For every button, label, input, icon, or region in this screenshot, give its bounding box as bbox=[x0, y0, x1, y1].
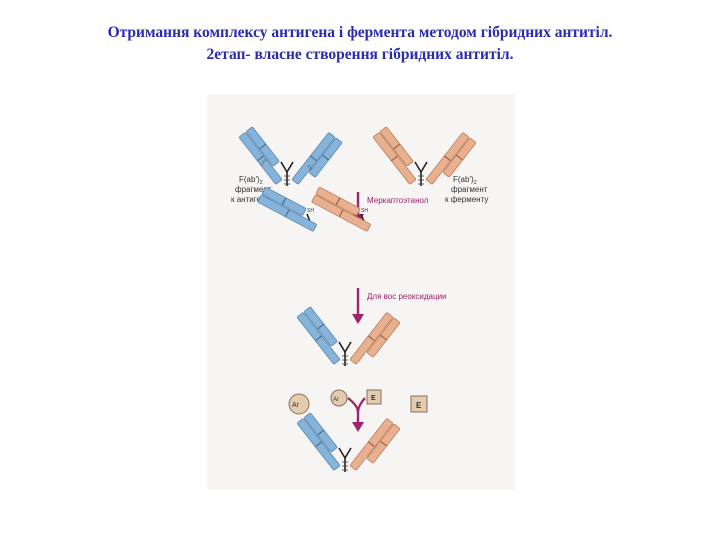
hybrid-antibody bbox=[297, 307, 400, 370]
right-fragment-label-3: к ферменту bbox=[445, 195, 488, 204]
hybrid-antibody-diagram: CH1 CH F(ab')2 фрагмент к антигену F(ab'… bbox=[207, 94, 515, 490]
final-complex bbox=[297, 413, 400, 476]
reoxidation-arrow bbox=[352, 288, 364, 324]
reoxidation-label: Для вос реоксидации bbox=[367, 292, 447, 301]
mercaptoethanol-label: Меркаптоэтанол bbox=[367, 196, 429, 205]
slide-title: Отримання комплексу антигена і фермента … bbox=[0, 22, 720, 66]
enzyme-small-label: Е bbox=[371, 395, 376, 402]
antigen-label: Аг bbox=[292, 402, 300, 409]
svg-text:SH: SH bbox=[361, 208, 368, 214]
title-line-1: Отримання комплексу антигена і фермента … bbox=[0, 22, 720, 44]
right-fragment-label-2: фрагмент bbox=[451, 185, 488, 194]
title-line-2: 2етап- власне створення гібридних антиті… bbox=[0, 44, 720, 66]
enzyme-label: Е bbox=[416, 401, 422, 410]
enzyme-fab-half: SH bbox=[311, 187, 375, 232]
binding-arrow bbox=[348, 398, 365, 432]
diagram-svg: CH1 CH F(ab')2 фрагмент к антигену F(ab'… bbox=[207, 94, 515, 490]
antigen-small-label: Аг bbox=[333, 397, 340, 403]
svg-text:SH: SH bbox=[307, 208, 314, 214]
antigen-fab-half: SH bbox=[257, 187, 321, 232]
